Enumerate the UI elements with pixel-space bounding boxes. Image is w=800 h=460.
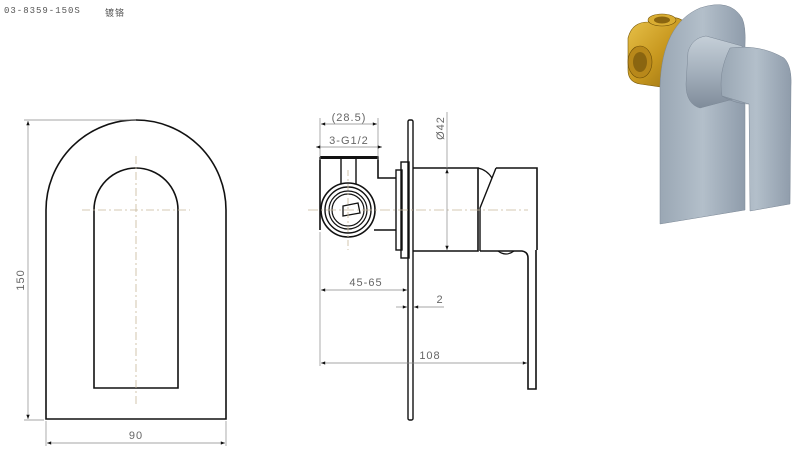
lever-outline [93,167,179,389]
finish-label: 镀铬 [105,9,126,19]
dim-thread-label: 3-G1/2 [329,135,369,147]
cover-plate-outline [45,119,227,420]
dim-diameter-label: Ø42 [435,116,447,140]
dim-total-depth-label: 108 [419,350,440,362]
side-view: (28.5) 3-G1/2 Ø42 45-65 2 108 [308,112,538,421]
dim-plate-thickness-label: 2 [436,294,443,306]
product-render [627,4,792,225]
height-dim-label: 150 [15,269,27,290]
dim-wall-range-label: 45-65 [349,277,382,289]
dim-outer-label: (28.5) [332,112,367,124]
wall-plate-side [407,119,414,421]
width-dim-label: 90 [129,430,143,442]
front-view: 150 90 [15,119,227,446]
model-code: 03-8359-150S [4,6,81,16]
